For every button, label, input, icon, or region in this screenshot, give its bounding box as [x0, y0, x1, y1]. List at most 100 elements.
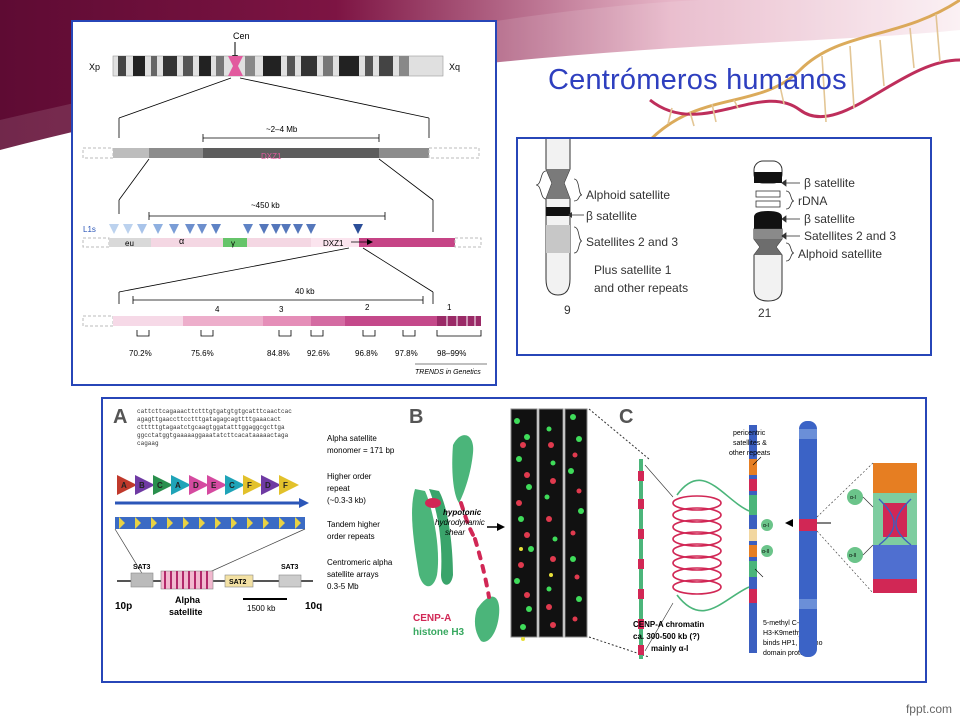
eu-label: eu	[125, 239, 134, 248]
tandem1: Tandem higher	[327, 520, 380, 529]
arrays2: satellite arrays	[327, 570, 379, 579]
chromatin-label: mainly α-I	[651, 644, 688, 653]
hor-triangles	[117, 475, 299, 495]
q10-label: 10q	[305, 601, 322, 612]
hor-label: 1	[447, 303, 452, 312]
arrays3: 0.3-5 Mb	[327, 582, 359, 591]
hor-letter: A	[121, 481, 127, 490]
sequence-line: ggcctatggtgaaaaaggaaatatcttcacataaaaacta…	[137, 432, 289, 439]
dna-helix-icon	[648, 0, 960, 142]
scale-label: 1500 kb	[247, 604, 276, 613]
chr21-number: 21	[758, 306, 772, 320]
sequence-line: ctttttgtagaatctgcaagtggatatttggaggcgcttg…	[137, 424, 285, 431]
hor-label: 3	[279, 305, 284, 314]
stretched-chromatin	[459, 501, 491, 599]
h3-label: histone H3	[413, 627, 465, 638]
hypotonic-label: hypotonic	[443, 508, 482, 517]
alpha-ii-label: α-II	[762, 549, 769, 555]
methyl-label: H3-K9methyl rich	[763, 630, 817, 637]
sat3b-label: SAT3	[281, 564, 298, 571]
chr9-label: Satellites 2 and 3	[586, 235, 678, 249]
mitotic-chromosome-blue	[799, 421, 817, 657]
fluorescence-strips	[510, 408, 588, 641]
hor-letter: E	[211, 481, 217, 490]
percent-label: 96.8%	[355, 349, 378, 358]
chr9-number: 9	[564, 303, 571, 317]
tandem2: order repeats	[327, 532, 375, 541]
chr21-label: β satellite	[804, 212, 855, 226]
percent-brackets	[136, 330, 482, 337]
alpha-sat-label: Alpha	[175, 595, 201, 605]
kb450-label: ~450 kb	[251, 201, 280, 210]
chr9-labels: Alphoid satellite β satellite Satellites…	[586, 188, 688, 295]
sat2-label: SAT2	[229, 579, 246, 586]
hor-numbers: 4 3 2 1	[215, 303, 452, 314]
percent-label: 75.6%	[191, 349, 214, 358]
dxz1-label-b: DXZ1	[323, 239, 344, 248]
methyl-label: domain proteins	[763, 650, 813, 657]
chromosome-21	[753, 160, 783, 302]
alpha-i-label: α-I	[763, 523, 769, 529]
chr9-label: and other repeats	[594, 281, 688, 295]
x-ideogram	[112, 55, 444, 77]
credit-label: TRENDS in Genetics	[415, 369, 481, 376]
sequence-text: cattcttcagaaacttctttgtgatgtgtgcatttcaact…	[137, 408, 292, 447]
hor-letters: A B C A D E C F D F	[121, 481, 288, 490]
chr21-label: Satellites 2 and 3	[804, 229, 896, 243]
chromatin-fiber	[638, 459, 644, 659]
arrays1: Centromeric alpha	[327, 558, 393, 567]
slide-title: Centrómeros humanos	[548, 64, 847, 96]
alpha-label: α	[179, 236, 184, 246]
alpha-sat-label: satellite	[169, 607, 203, 617]
chromatin-label: CENP-A chromatin	[633, 620, 704, 629]
peri-label: satellites &	[733, 440, 767, 447]
hor-label: 2	[365, 303, 370, 312]
hor-letter: B	[139, 481, 145, 490]
chr21-label: rDNA	[798, 194, 827, 208]
percent-label: 84.8%	[267, 349, 290, 358]
x-chromosome-figure: Cen Xp Xq	[71, 20, 497, 386]
hypotonic-label: shear	[445, 528, 465, 537]
hor-letter: C	[229, 481, 235, 490]
hypotonic-label: hydrodynamic	[435, 518, 485, 527]
sequence-line: agagttgaaccttcctttgatagagcagttttgaaacact	[137, 416, 281, 423]
l1-triangles	[109, 224, 363, 234]
chromosome-map	[749, 425, 757, 653]
gamma-label: γ	[231, 239, 235, 248]
alpha-ii-label-2: α-II	[849, 553, 856, 559]
chr9-label: Alphoid satellite	[586, 188, 670, 202]
percent-label: 70.2%	[129, 349, 152, 358]
chromosome-9-21-figure: Alphoid satellite β satellite Satellites…	[516, 137, 932, 356]
mitotic-chromosome-green	[412, 435, 500, 642]
monomer-sub: monomer = 171 bp	[327, 446, 395, 455]
mb-range-label: ~2–4 Mb	[266, 125, 298, 134]
percent-labels: 70.2% 75.6% 84.8% 92.6% 96.8% 97.8% 98–9…	[129, 349, 466, 358]
hor-label: 4	[215, 305, 220, 314]
chromosome-10-bar	[117, 570, 313, 590]
centromere-abc-figure: A cattcttcagaaacttctttgtgatgtgtgcatttcaa…	[101, 397, 927, 683]
p10-label: 10p	[115, 601, 132, 612]
chr21-label: Alphoid satellite	[798, 247, 882, 261]
methyl-label: binds HP1, chromo	[763, 640, 823, 647]
panel-b-label: B	[409, 406, 423, 428]
cen-label: Cen	[233, 31, 250, 41]
watermark: fppt.com	[905, 702, 952, 716]
kb40-segment	[82, 315, 481, 327]
percent-label: 92.6%	[307, 349, 330, 358]
monomer-title: Alpha satellite	[327, 434, 377, 443]
hor-letter: A	[175, 481, 181, 490]
chromatin-loops	[672, 479, 750, 612]
cenpa-label: CENP-A	[413, 613, 451, 624]
mb-segment	[82, 147, 480, 159]
kb450-segment	[82, 237, 482, 248]
dxz1-label-a: DXZ1	[261, 152, 282, 161]
chr9-label: β satellite	[586, 209, 637, 223]
l1s-label: L1s	[83, 225, 96, 234]
peri-label: other repeats	[729, 450, 771, 457]
chr21-label: β satellite	[804, 176, 855, 190]
percent-label: 97.8%	[395, 349, 418, 358]
chromosome-9	[545, 139, 571, 296]
chr9-label: Plus satellite 1	[594, 263, 672, 277]
hor-letter: D	[193, 481, 199, 490]
hor-sub2: (~0.3-3 kb)	[327, 496, 366, 505]
